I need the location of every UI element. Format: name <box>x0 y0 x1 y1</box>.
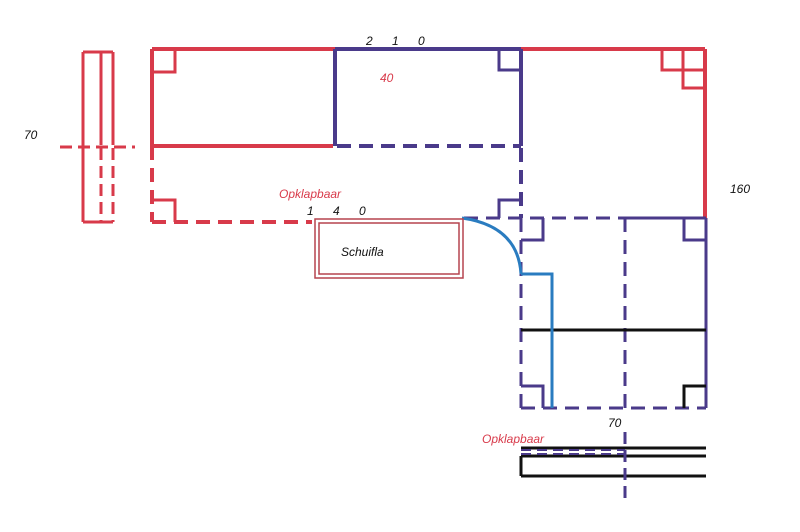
drawer-track <box>521 272 554 408</box>
upper-right-corner-marks <box>660 49 705 90</box>
lower-right-corner-mark <box>682 384 706 408</box>
upper-middle-module <box>333 47 523 218</box>
right-height-label: 160 <box>730 182 750 196</box>
bottom-fold-dashed-marks <box>521 449 625 455</box>
drawer-label: Schuifla <box>341 245 384 259</box>
drawer-box <box>314 218 464 279</box>
bottom-fold-elevation <box>519 446 706 478</box>
fold-top-label: Opklapbaar <box>279 187 342 201</box>
left-side-elevation <box>81 50 115 224</box>
bottom-depth-label: 70 <box>608 416 622 430</box>
mid-width-label: 1 4 0 <box>307 204 374 218</box>
upper-middle-corner-mark <box>497 49 521 72</box>
top-width-label: 2 1 0 <box>365 34 433 48</box>
left-depth-label: 70 <box>24 128 38 142</box>
upper-left-corner-marks <box>152 49 177 222</box>
fold-bottom-label: Opklapbaar <box>482 432 545 446</box>
upper-sofa-red-outline <box>150 47 707 224</box>
swing-arc <box>461 216 523 275</box>
mid-corner-mark <box>497 198 521 218</box>
top-depth-label: 40 <box>380 71 394 85</box>
lower-right-module <box>464 216 708 410</box>
